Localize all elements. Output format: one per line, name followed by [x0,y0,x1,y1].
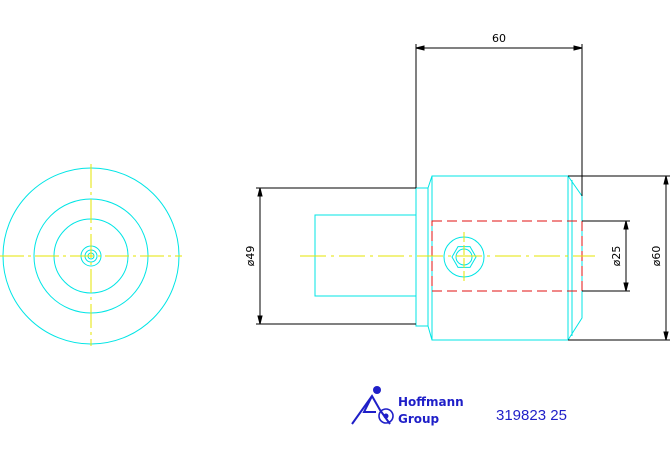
side-view [300,175,595,341]
dim-60d-arrow-bottom [663,331,669,341]
dim-60d-arrow-top [663,175,669,185]
part-number: 319823 25 [496,407,567,424]
body-outline [427,175,583,341]
logo-line-1: Hoffmann [398,395,464,409]
dim-length-label: 60 [492,32,506,45]
hoffmann-group-logo: Hoffmann Group [351,386,464,426]
dim-body-diameter-label: ø60 [650,246,663,267]
dim-60-arrow-left [415,45,425,51]
end-view [0,164,182,346]
dim-25-arrow-bottom [623,282,629,292]
dim-49-arrow-top [257,187,263,197]
collar-outline [415,187,429,327]
logo-figure-icon [351,386,394,425]
logo-line-2: Group [398,412,440,426]
dim-25-arrow-top [623,220,629,230]
set-screw-hex [451,246,477,268]
dim-shank-diameter-label: ø49 [244,246,257,267]
dim-49-arrow-bottom [257,315,263,325]
dimensions [256,44,670,341]
dim-bore-diameter-label: ø25 [610,246,623,267]
dim-60-arrow-right [573,45,583,51]
